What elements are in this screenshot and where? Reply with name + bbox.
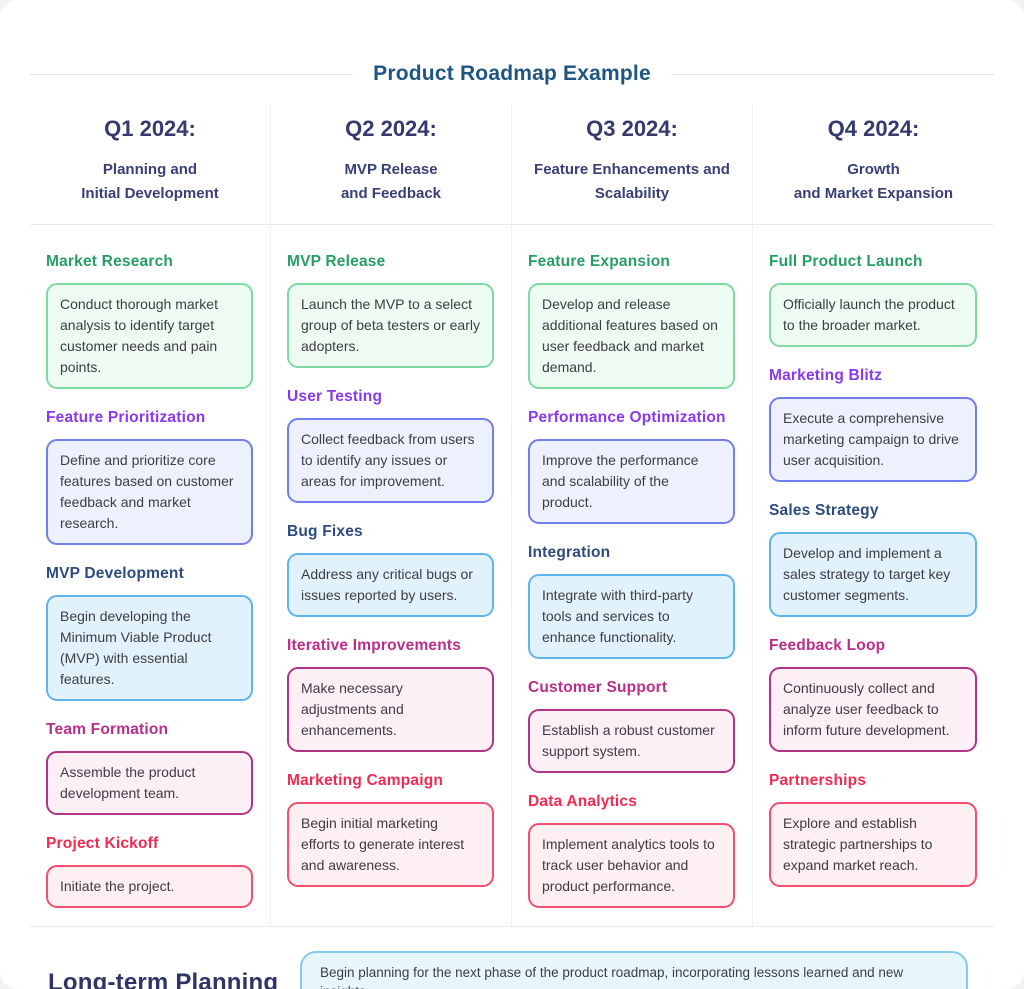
section-card: Begin developing the Minimum Viable Prod…	[46, 595, 253, 701]
roadmap-section: Bug Fixes Address any critical bugs or i…	[287, 523, 494, 617]
quarter-subtitle-line: Growth	[847, 161, 900, 178]
section-title: Marketing Campaign	[287, 772, 444, 789]
section-title: Marketing Blitz	[769, 367, 883, 384]
quarter-header-q3: Q3 2024: Feature Enhancements and Scalab…	[512, 104, 753, 224]
quarter-subtitle: Planning and Initial Development	[40, 158, 260, 206]
section-card: Officially launch the product to the bro…	[769, 283, 977, 347]
roadmap-section: Team Formation Assemble the product deve…	[46, 721, 253, 815]
quarter-body-row: Market Research Conduct thorough market …	[30, 225, 994, 927]
quarter-subtitle-line: Scalability	[594, 185, 670, 202]
section-card: Explore and establish strategic partners…	[769, 802, 977, 887]
quarter-header-q4: Q4 2024: Growth and Market Expansion	[753, 104, 994, 224]
roadmap-section: Feature Expansion Develop and release ad…	[528, 253, 735, 389]
section-title: Data Analytics	[528, 793, 638, 810]
section-title: Iterative Improvements	[287, 637, 462, 654]
quarter-subtitle-line: and Feedback	[340, 185, 442, 202]
roadmap-section: Customer Support Establish a robust cust…	[528, 679, 735, 773]
quarter-header-q1: Q1 2024: Planning and Initial Developmen…	[30, 104, 271, 224]
section-card: Develop and release additional features …	[528, 283, 735, 389]
title-row: Product Roadmap Example	[30, 0, 995, 86]
quarter-subtitle-line: Feature Enhancements and	[534, 161, 730, 178]
quarter-column-q2: MVP Release Launch the MVP to a select g…	[271, 225, 512, 926]
roadmap-section: User Testing Collect feedback from users…	[287, 388, 494, 503]
section-title: MVP Development	[46, 565, 184, 582]
section-card: Develop and implement a sales strategy t…	[769, 532, 977, 617]
footer-label: Long-term Planning	[48, 968, 279, 989]
roadmap-section: Marketing Blitz Execute a comprehensive …	[769, 367, 977, 482]
section-card: Make necessary adjustments and enhanceme…	[287, 667, 494, 752]
section-card: Conduct thorough market analysis to iden…	[46, 283, 253, 389]
quarter-header-row: Q1 2024: Planning and Initial Developmen…	[30, 104, 994, 225]
quarter-label: Q2 2024:	[345, 116, 437, 141]
section-title: Market Research	[46, 253, 174, 270]
quarter-label: Q3 2024:	[586, 116, 678, 141]
quarter-subtitle: Growth and Market Expansion	[763, 158, 984, 206]
section-card: Establish a robust customer support syst…	[528, 709, 735, 773]
section-title: Team Formation	[46, 721, 169, 738]
roadmap-section: Partnerships Explore and establish strat…	[769, 772, 977, 887]
quarter-column-q1: Market Research Conduct thorough market …	[30, 225, 271, 926]
section-title: User Testing	[287, 388, 383, 405]
roadmap-section: Iterative Improvements Make necessary ad…	[287, 637, 494, 752]
long-term-planning-row: Long-term Planning Begin planning for th…	[30, 927, 994, 989]
quarter-subtitle: MVP Release and Feedback	[281, 158, 501, 206]
quarter-subtitle: Feature Enhancements and Scalability	[522, 158, 742, 206]
roadmap-section: Sales Strategy Develop and implement a s…	[769, 502, 977, 617]
section-card: Define and prioritize core features base…	[46, 439, 253, 545]
quarter-subtitle-line: MVP Release	[344, 161, 438, 178]
quarter-subtitle-line: Initial Development	[81, 185, 219, 202]
section-card: Collect feedback from users to identify …	[287, 418, 494, 503]
section-card: Improve the performance and scalability …	[528, 439, 735, 524]
roadmap-section: Performance Optimization Improve the per…	[528, 409, 735, 524]
roadmap-section: Feature Prioritization Define and priori…	[46, 409, 253, 545]
quarter-subtitle-line: Planning and	[102, 161, 198, 178]
quarter-label: Q1 2024:	[104, 116, 196, 141]
section-card: Begin initial marketing efforts to gener…	[287, 802, 494, 887]
quarter-subtitle-line: and Market Expansion	[793, 185, 954, 202]
roadmap-section: Integration Integrate with third-party t…	[528, 544, 735, 659]
section-card: Assemble the product development team.	[46, 751, 253, 815]
section-title: Full Product Launch	[769, 253, 923, 270]
quarter-column-q4: Full Product Launch Officially launch th…	[753, 225, 994, 926]
roadmap-section: Marketing Campaign Begin initial marketi…	[287, 772, 494, 887]
roadmap-section: MVP Development Begin developing the Min…	[46, 565, 253, 701]
divider-line	[670, 73, 995, 75]
roadmap-section: Feedback Loop Continuously collect and a…	[769, 637, 977, 752]
section-card: Integrate with third-party tools and ser…	[528, 574, 735, 659]
section-title: Project Kickoff	[46, 835, 159, 852]
section-title: Feature Prioritization	[46, 409, 206, 426]
page-title: Product Roadmap Example	[373, 62, 651, 85]
section-card: Implement analytics tools to track user …	[528, 823, 735, 908]
section-title: Customer Support	[528, 679, 668, 696]
section-title: Feature Expansion	[528, 253, 671, 270]
section-title: Integration	[528, 544, 611, 561]
section-card: Continuously collect and analyze user fe…	[769, 667, 977, 752]
roadmap-section: Market Research Conduct thorough market …	[46, 253, 253, 389]
section-card: Initiate the project.	[46, 865, 253, 908]
quarter-header-q2: Q2 2024: MVP Release and Feedback	[271, 104, 512, 224]
roadmap-section: MVP Release Launch the MVP to a select g…	[287, 253, 494, 368]
divider-line	[30, 73, 354, 75]
section-title: Feedback Loop	[769, 637, 886, 654]
section-card: Execute a comprehensive marketing campai…	[769, 397, 977, 482]
section-title: Bug Fixes	[287, 523, 363, 540]
section-title: Sales Strategy	[769, 502, 879, 519]
quarter-column-q3: Feature Expansion Develop and release ad…	[512, 225, 753, 926]
section-card: Launch the MVP to a select group of beta…	[287, 283, 494, 368]
roadmap-section: Full Product Launch Officially launch th…	[769, 253, 977, 347]
roadmap-section: Project Kickoff Initiate the project.	[46, 835, 253, 908]
section-title: Performance Optimization	[528, 409, 726, 426]
quarter-label: Q4 2024:	[827, 116, 920, 141]
roadmap-section: Data Analytics Implement analytics tools…	[528, 793, 735, 908]
footer-note-card: Begin planning for the next phase of the…	[300, 951, 968, 989]
section-card: Address any critical bugs or issues repo…	[287, 553, 494, 617]
section-title: MVP Release	[287, 253, 386, 270]
section-title: Partnerships	[769, 772, 867, 789]
